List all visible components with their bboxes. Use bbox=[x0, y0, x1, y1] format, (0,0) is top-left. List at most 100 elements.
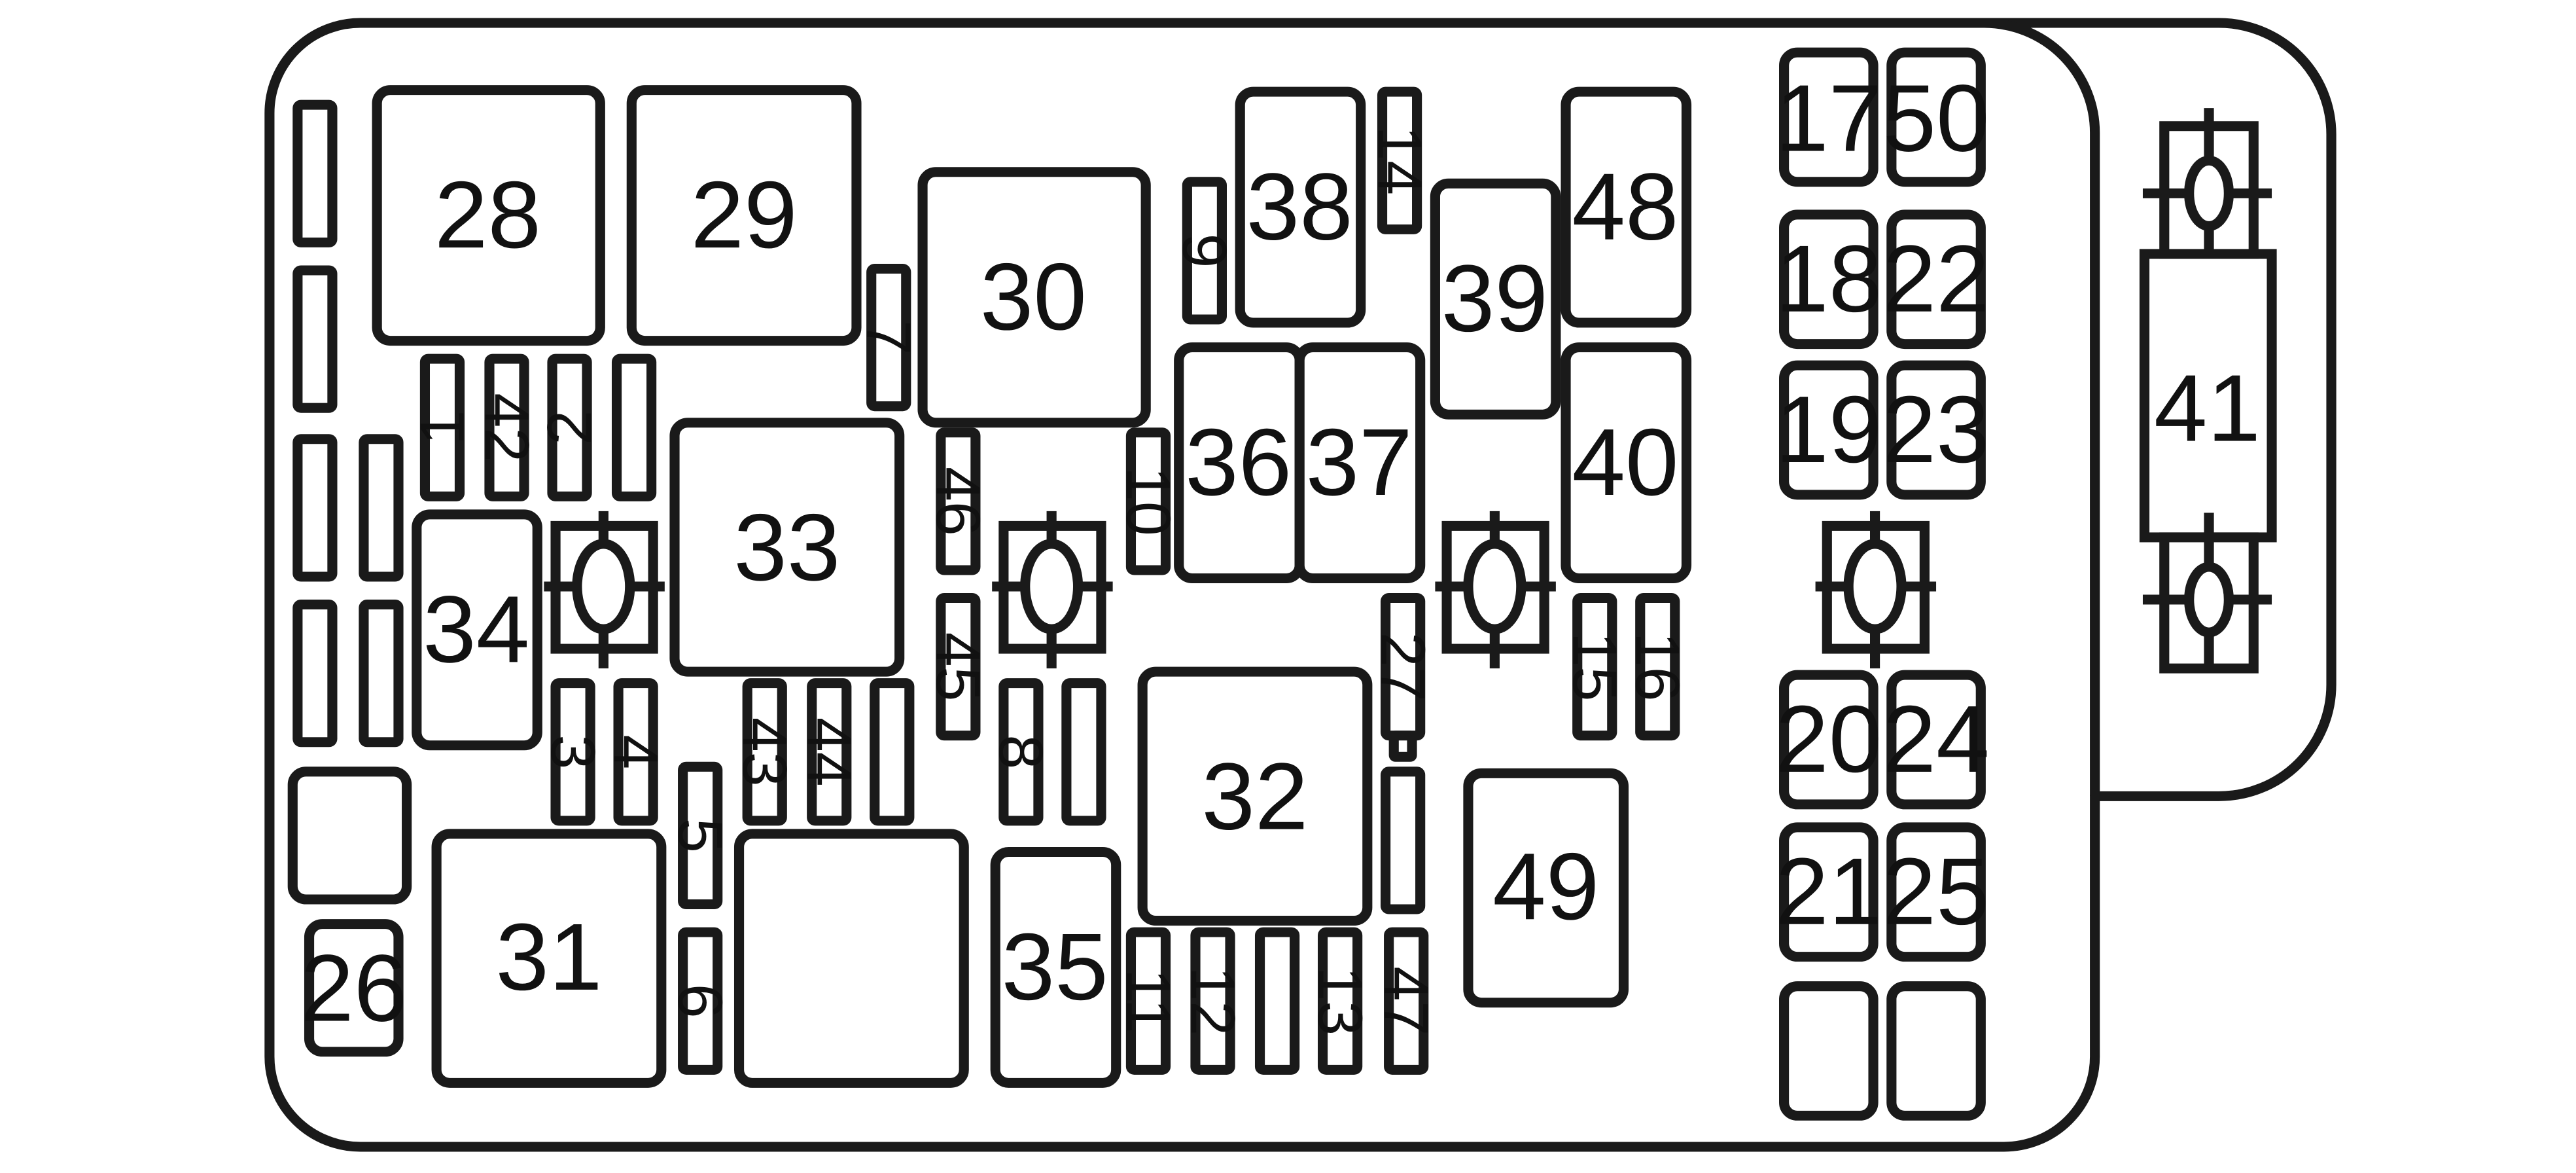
mounting-bolt bbox=[1815, 511, 1937, 669]
label-41: 41 bbox=[2154, 355, 2261, 461]
mini-fuse-11: 11 bbox=[1113, 927, 1184, 1075]
label-45: 45 bbox=[923, 632, 994, 702]
mini-fuse-43: 43 bbox=[730, 678, 800, 826]
label-25: 25 bbox=[1883, 838, 1990, 944]
mini-fuse-5: 5 bbox=[665, 761, 735, 910]
label-8: 8 bbox=[986, 734, 1057, 769]
relay-49 bbox=[1463, 768, 1629, 1008]
label-43: 43 bbox=[730, 717, 800, 787]
mini-fuse-47: 47 bbox=[1371, 927, 1441, 1075]
label-15: 15 bbox=[1559, 632, 1630, 702]
label-39: 39 bbox=[1441, 245, 1548, 351]
mini-fuse-10: 10 bbox=[1113, 427, 1184, 575]
mini-fuse-42: 42 bbox=[472, 353, 542, 501]
label-22: 22 bbox=[1883, 225, 1990, 331]
label-28: 28 bbox=[434, 162, 541, 268]
fuse-25 bbox=[1886, 822, 1986, 962]
relay-33 bbox=[669, 418, 905, 677]
label-9: 9 bbox=[1169, 233, 1240, 268]
label-30: 30 bbox=[980, 244, 1087, 350]
label-16: 16 bbox=[1623, 632, 1693, 702]
mega-fuse-bolt-top bbox=[2142, 108, 2272, 259]
mini-fuse-14: 14 bbox=[1364, 86, 1435, 234]
label-23: 23 bbox=[1883, 376, 1990, 482]
relay-40 bbox=[1561, 342, 1692, 583]
fuse-slot-unlabeled bbox=[292, 265, 338, 413]
label-6: 6 bbox=[665, 984, 735, 1019]
relay-28 bbox=[372, 85, 605, 346]
mini-fuse-2: 2 bbox=[535, 353, 605, 501]
mini-fuse-7: 7 bbox=[853, 263, 924, 412]
fuse-slot-unlabeled bbox=[1886, 981, 1986, 1121]
label-34: 34 bbox=[423, 576, 529, 682]
label-48: 48 bbox=[1572, 153, 1678, 259]
label-7: 7 bbox=[853, 320, 924, 355]
label-46: 46 bbox=[923, 467, 994, 536]
fuse-21 bbox=[1779, 822, 1879, 962]
fuse-20 bbox=[1779, 670, 1879, 810]
label-26: 26 bbox=[300, 935, 407, 1041]
fuse-24 bbox=[1886, 670, 1986, 810]
label-33: 33 bbox=[733, 494, 840, 600]
relay-39 bbox=[1430, 178, 1561, 420]
label-36: 36 bbox=[1185, 409, 1292, 515]
label-29: 29 bbox=[691, 162, 798, 268]
label-1: 1 bbox=[407, 410, 478, 445]
relay-37 bbox=[1294, 342, 1426, 583]
label-37: 37 bbox=[1306, 409, 1413, 515]
label-38: 38 bbox=[1246, 153, 1353, 259]
mini-fuse-slot-unlabeled bbox=[870, 678, 915, 826]
fuse-slot-unlabeled bbox=[1779, 981, 1879, 1121]
relay-30 bbox=[917, 167, 1151, 428]
label-11: 11 bbox=[1113, 969, 1184, 1034]
mini-fuse-slot-unlabeled bbox=[1254, 927, 1300, 1075]
label-20: 20 bbox=[1775, 686, 1882, 792]
mounting-bolt bbox=[544, 511, 665, 669]
label-49: 49 bbox=[1492, 833, 1599, 939]
label-10: 10 bbox=[1113, 467, 1184, 536]
label-32: 32 bbox=[1201, 743, 1308, 849]
label-18: 18 bbox=[1775, 225, 1882, 331]
mini-fuse-45: 45 bbox=[923, 593, 994, 741]
relay-26 bbox=[304, 919, 404, 1057]
mega-fuse-bolt-bottom bbox=[2142, 513, 2272, 674]
label-27: 27 bbox=[1367, 632, 1438, 702]
fuse-slot-unlabeled bbox=[359, 434, 404, 582]
mini-fuse-16: 16 bbox=[1623, 593, 1693, 741]
mini-fuse-13: 13 bbox=[1305, 927, 1375, 1075]
label-4: 4 bbox=[601, 734, 671, 769]
relay-34 bbox=[412, 509, 542, 751]
mini-fuse-46: 46 bbox=[923, 427, 994, 575]
label-13: 13 bbox=[1305, 966, 1375, 1036]
mini-fuse-27: 27 bbox=[1367, 593, 1438, 762]
label-47: 47 bbox=[1371, 966, 1441, 1036]
label-44: 44 bbox=[794, 717, 865, 787]
mini-fuse-3: 3 bbox=[538, 678, 608, 826]
mini-fuse-4: 4 bbox=[601, 678, 671, 826]
relay-29 bbox=[626, 85, 862, 346]
relay-35 bbox=[990, 846, 1121, 1088]
label-50: 50 bbox=[1883, 65, 1990, 171]
mini-fuse-6: 6 bbox=[665, 927, 735, 1075]
relay-38 bbox=[1235, 86, 1366, 328]
label-19: 19 bbox=[1775, 376, 1882, 482]
label-17: 17 bbox=[1775, 65, 1882, 171]
label-40: 40 bbox=[1572, 409, 1678, 515]
mega-fuse-41 bbox=[2139, 249, 2277, 543]
label-14: 14 bbox=[1364, 126, 1435, 195]
relay-48 bbox=[1561, 86, 1692, 328]
fuse-22 bbox=[1886, 209, 1986, 350]
fuse-slot-unlabeled bbox=[292, 600, 338, 748]
label-24: 24 bbox=[1883, 686, 1990, 792]
mini-fuse-8: 8 bbox=[986, 678, 1057, 826]
label-2: 2 bbox=[535, 410, 605, 445]
label-35: 35 bbox=[1002, 914, 1108, 1020]
label-42: 42 bbox=[472, 393, 542, 462]
fuse-19 bbox=[1779, 360, 1879, 500]
mini-fuse-slot-unlabeled bbox=[1381, 767, 1426, 914]
fuse-slot-unlabeled bbox=[359, 600, 404, 748]
relay-32 bbox=[1137, 666, 1373, 926]
fuse-slot-unlabeled bbox=[292, 434, 338, 582]
label-12: 12 bbox=[1178, 966, 1248, 1036]
